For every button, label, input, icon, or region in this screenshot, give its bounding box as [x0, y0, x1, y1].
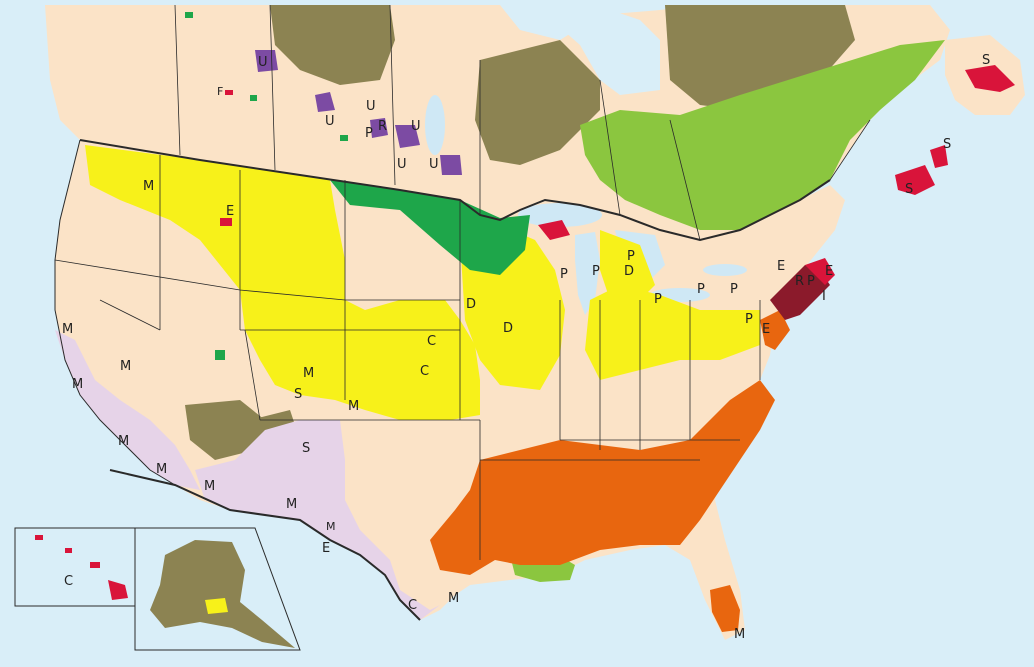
region-red-bc	[225, 90, 233, 95]
border-state-lines	[54, 155, 761, 560]
map-labels: U F U U P R U U U M E P P P D D D C C P …	[62, 53, 990, 642]
label-u: U	[366, 99, 376, 114]
dot-green-3	[215, 350, 225, 360]
region-purple-3	[395, 125, 420, 148]
label-r: R	[795, 274, 804, 289]
region-red-superior	[538, 220, 570, 240]
region-olive-southwest	[185, 400, 265, 460]
label-e: E	[226, 204, 234, 219]
label-e: M	[326, 520, 336, 533]
region-yellow-main	[85, 145, 480, 420]
label-s: S	[982, 53, 990, 68]
label-e: E	[777, 259, 785, 274]
region-yellow-ohio	[585, 285, 760, 380]
alaska-yellow	[205, 598, 228, 614]
dot-green-2	[250, 95, 257, 101]
region-purple-2	[315, 92, 335, 112]
label-e: E	[825, 264, 833, 279]
label-e: E	[762, 322, 770, 337]
label-m: M	[72, 377, 83, 392]
hawaii-island-3	[90, 562, 100, 568]
label-u: U	[397, 157, 407, 172]
region-lime-quebec	[580, 40, 945, 230]
label-u: U	[411, 119, 421, 134]
label-c: C	[420, 364, 429, 379]
region-yellow-mich	[600, 230, 655, 305]
lake-superior	[518, 203, 602, 227]
lake-michigan	[575, 232, 600, 315]
region-purple-5	[370, 118, 388, 138]
label-d: D	[503, 321, 513, 336]
label-p: P	[745, 312, 753, 327]
hawaii-island-1	[35, 535, 43, 540]
label-p: P	[654, 292, 662, 307]
label-p: P	[697, 282, 705, 297]
label-m: M	[303, 366, 314, 381]
region-lavender-california	[55, 330, 200, 490]
label-r: R	[378, 119, 387, 134]
label-p: P	[730, 282, 738, 297]
region-red-pei	[930, 145, 948, 168]
label-m: M	[120, 359, 131, 374]
region-orange-florida	[710, 585, 740, 632]
label-m: E	[322, 541, 330, 556]
region-purple-4	[440, 155, 462, 175]
region-orange-nj	[760, 310, 790, 350]
region-red-newfoundland	[965, 65, 1015, 92]
label-s: S	[302, 441, 310, 456]
label-c: M	[734, 627, 745, 642]
label-m: M	[286, 497, 297, 512]
alaska-land	[150, 540, 295, 648]
hawaii-island-2	[65, 548, 72, 553]
label-s: S	[905, 182, 913, 197]
label-j: C	[64, 574, 73, 589]
region-olive-quebec	[475, 40, 600, 165]
lake-ontario	[703, 264, 747, 276]
coastline-outline	[54, 139, 176, 486]
label-m: M	[156, 462, 167, 477]
label-u: U	[429, 157, 439, 172]
region-red-nova-scotia	[895, 165, 935, 195]
region-olive-north	[270, 5, 395, 85]
region-orange-south	[430, 380, 775, 575]
label-c: C	[427, 334, 436, 349]
label-c: M	[448, 591, 459, 606]
label-m: C	[408, 598, 417, 613]
dot-green-1	[185, 12, 193, 18]
label-m: M	[118, 434, 129, 449]
label-i: I	[822, 289, 826, 304]
label-m: M	[143, 179, 154, 194]
hudson-bay	[500, 5, 660, 95]
label-p: P	[560, 267, 568, 282]
dot-green-4	[340, 135, 348, 141]
label-p: P	[592, 264, 600, 279]
label-d: D	[624, 264, 634, 279]
label-u: U	[325, 114, 335, 129]
label-p: P	[807, 274, 815, 289]
region-green-dakotas	[330, 180, 530, 275]
label-p: P	[365, 126, 373, 141]
region-red-boston	[805, 258, 835, 285]
border-us-mexico	[109, 469, 421, 621]
label-d: D	[466, 297, 476, 312]
label-p: P	[627, 249, 635, 264]
label-f: F	[217, 85, 223, 98]
label-s: S	[943, 137, 951, 152]
region-red-idaho	[220, 218, 232, 226]
hawaii-big-island	[108, 580, 128, 600]
border-us-canada	[79, 139, 831, 242]
label-m: M	[204, 479, 215, 494]
label-m: M	[62, 322, 73, 337]
border-canada-provinces	[174, 4, 871, 241]
label-m: M	[348, 399, 359, 414]
region-maroon-northeast	[770, 265, 830, 320]
label-s: S	[294, 387, 302, 402]
label-u: U	[258, 55, 268, 70]
lake-winnipeg	[425, 95, 445, 155]
